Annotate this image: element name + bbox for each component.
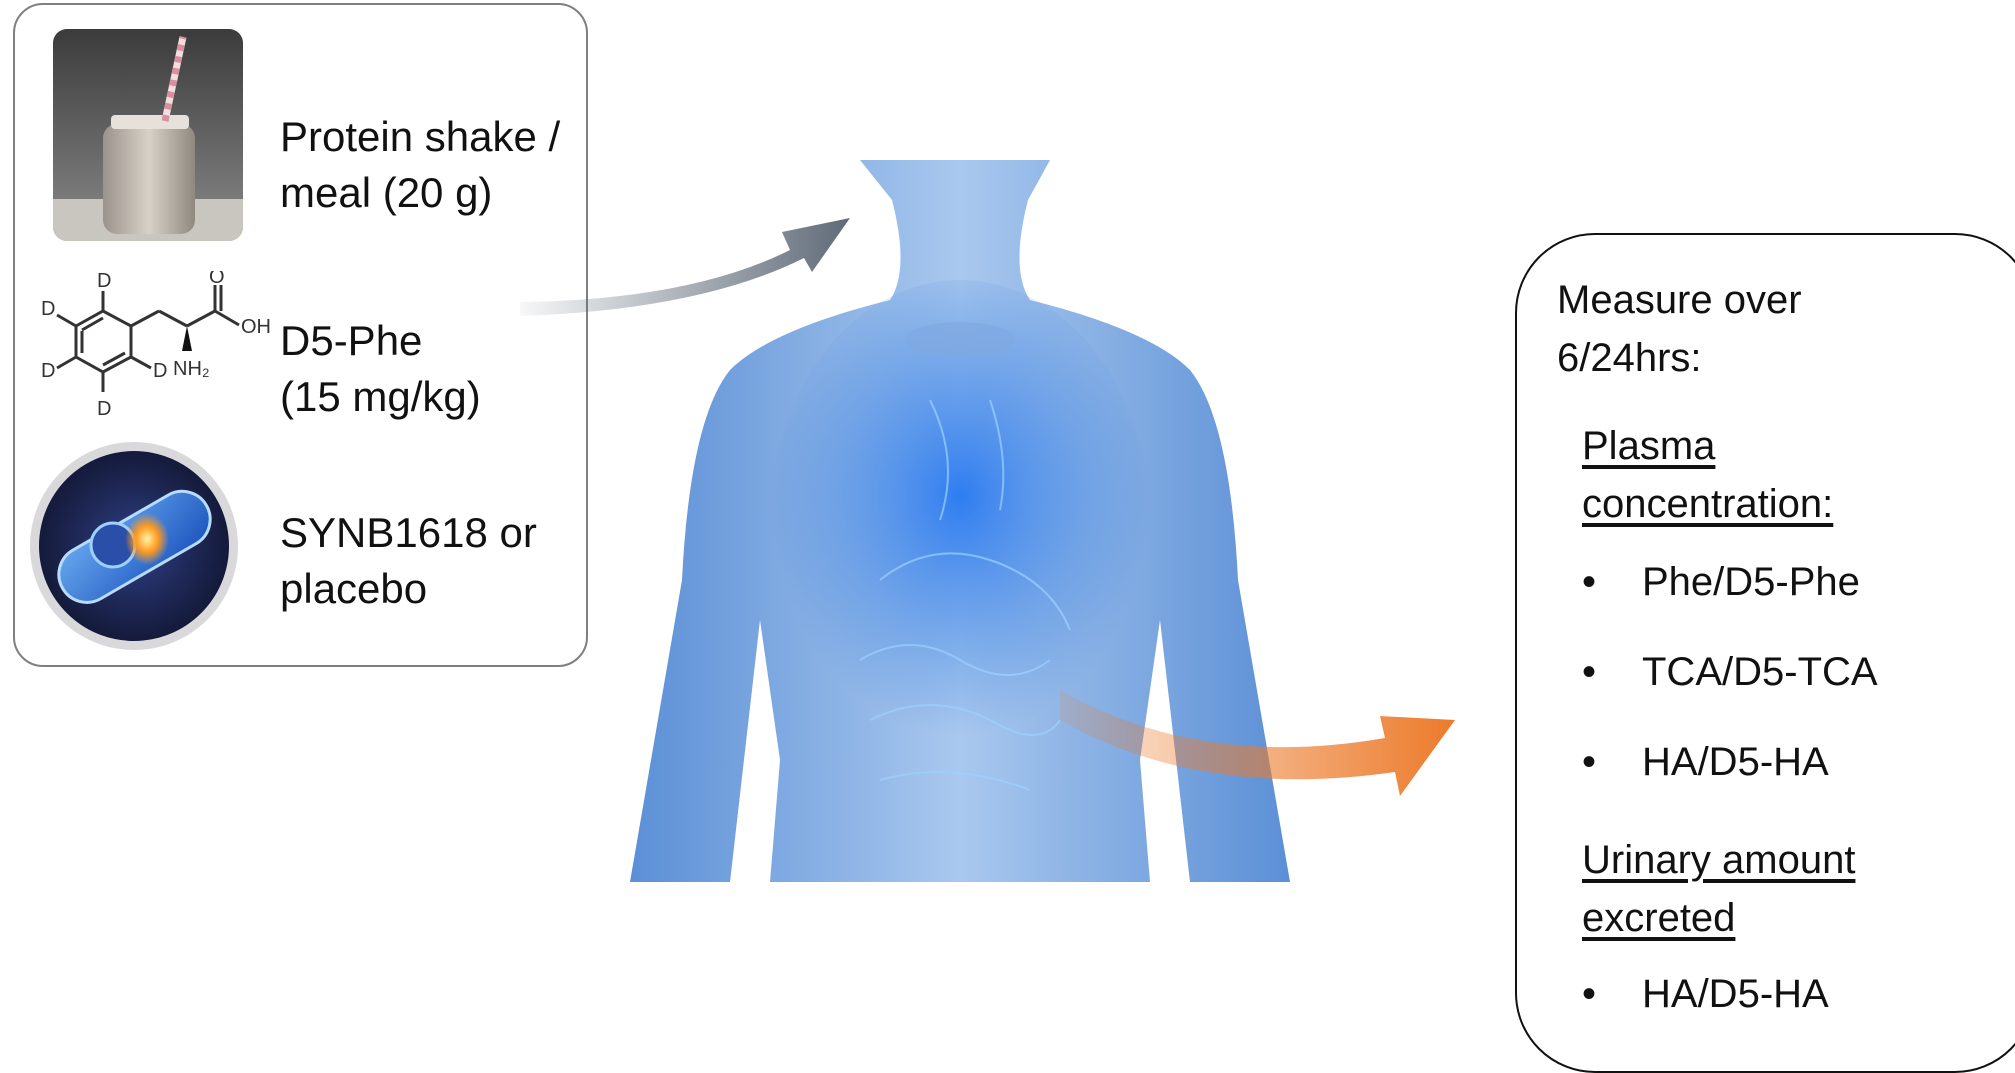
d5-phe-label: D5-Phe (15 mg/kg) — [280, 313, 481, 425]
urine-item: •HA/D5-HA — [1582, 965, 1829, 1023]
bullet-icon: • — [1582, 553, 1642, 611]
measurements-panel: Measure over 6/24hrs: Plasma concentrati… — [1515, 233, 2015, 1073]
plasma-item-label: Phe/D5-Phe — [1642, 560, 1860, 604]
urinary-amount-heading: Urinary amount excreted — [1582, 831, 1855, 947]
d5-phenylalanine-structure-icon: D D D D D O OH NH₂ — [21, 271, 281, 427]
amine-label: NH₂ — [173, 358, 210, 380]
protein-shake-image — [53, 29, 243, 241]
plasma-item-label: HA/D5-HA — [1642, 740, 1829, 784]
input-item-protein-shake: Protein shake / meal (20 g) — [15, 29, 586, 255]
deuterium-label: D — [97, 398, 111, 420]
deuterium-label: D — [97, 271, 111, 292]
human-torso-figure — [630, 160, 1290, 882]
deuterium-label: D — [41, 360, 55, 382]
synb1618-label: SYNB1618 or placebo — [280, 505, 537, 617]
deuterium-label: D — [153, 360, 167, 382]
plasma-item-label: TCA/D5-TCA — [1642, 650, 1878, 694]
plasma-item: •Phe/D5-Phe — [1582, 553, 1860, 611]
plasma-item: •HA/D5-HA — [1582, 733, 1829, 791]
input-item-synb1618: SYNB1618 or placebo — [15, 441, 586, 653]
bacterium-capsule-icon — [29, 441, 239, 651]
plasma-item: •TCA/D5-TCA — [1582, 643, 1878, 701]
inputs-panel: Protein shake / meal (20 g) — [13, 3, 588, 667]
bullet-icon: • — [1582, 733, 1642, 791]
bullet-icon: • — [1582, 965, 1642, 1023]
bullet-icon: • — [1582, 643, 1642, 701]
plasma-concentration-heading: Plasma concentration: — [1582, 417, 1833, 533]
measure-heading: Measure over 6/24hrs: — [1557, 271, 1802, 387]
input-item-d5-phe: D D D D D O OH NH₂ D5-Phe (15 mg/kg) — [15, 267, 586, 437]
urine-item-label: HA/D5-HA — [1642, 972, 1829, 1016]
oxygen-label: O — [209, 271, 225, 288]
protein-shake-label: Protein shake / meal (20 g) — [280, 109, 560, 221]
hydroxyl-label: OH — [241, 316, 271, 338]
deuterium-label: D — [41, 298, 55, 320]
